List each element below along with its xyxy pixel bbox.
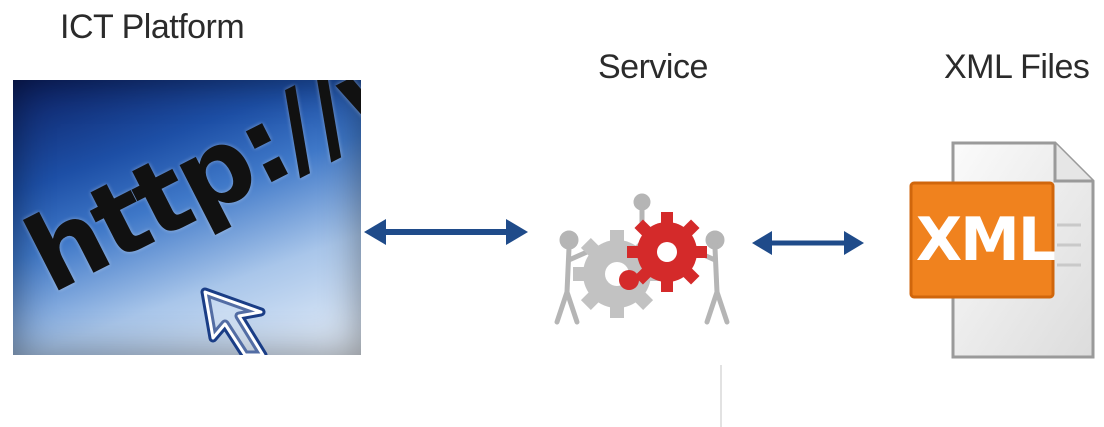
cursor-arrow-icon bbox=[13, 80, 361, 355]
bidirectional-arrow-icon bbox=[362, 214, 530, 250]
ict-platform-label: ICT Platform bbox=[60, 8, 244, 47]
service-label: Service bbox=[598, 48, 708, 87]
divider-line bbox=[720, 365, 722, 427]
xml-file-icon: XML bbox=[905, 135, 1104, 360]
bidirectional-arrow-icon bbox=[750, 226, 866, 260]
gears-people-icon bbox=[547, 192, 737, 332]
browser-url-cursor-icon: http://www bbox=[13, 80, 361, 355]
xml-files-label: XML Files bbox=[944, 48, 1089, 87]
xml-badge-text: XML bbox=[920, 185, 1050, 295]
